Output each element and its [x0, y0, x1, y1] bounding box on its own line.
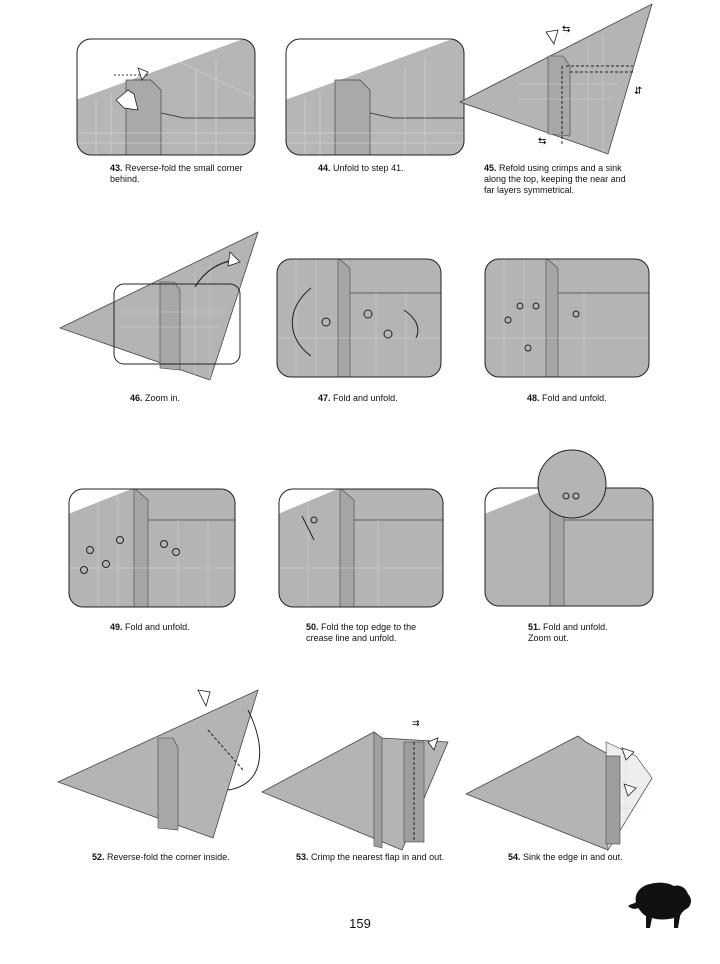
step-49-caption: 49. Fold and unfold.	[110, 622, 190, 632]
step-44-caption: 44. Unfold to step 41.	[318, 163, 404, 173]
step-45-diagram: ⇆ ⇵ ⇆	[458, 3, 653, 155]
step-51-diagram	[484, 449, 654, 607]
step-43-diagram	[76, 38, 256, 156]
step-50-caption: 50. Fold the top edge to the crease line…	[306, 622, 417, 643]
step-52-diagram	[56, 689, 261, 839]
step-50-diagram	[278, 488, 444, 608]
step-46-diagram	[58, 231, 259, 381]
bison-silhouette-icon	[628, 882, 691, 928]
step-45-caption: 45. Refold using crimps and a sink along…	[484, 163, 626, 195]
svg-text:⇆: ⇆	[562, 24, 570, 35]
step-44-diagram	[285, 38, 465, 156]
step-46-caption: 46. Zoom in.	[130, 393, 181, 403]
svg-text:⇆: ⇆	[538, 136, 546, 147]
step-54-diagram	[465, 735, 653, 852]
page-number: 159	[349, 916, 371, 931]
step-48-caption: 48. Fold and unfold.	[527, 393, 607, 403]
step-43-caption: 43. Reverse-fold the small corner behind…	[110, 163, 243, 184]
step-47-diagram	[276, 258, 442, 378]
svg-text:⇉: ⇉	[412, 719, 420, 729]
step-53-caption: 53. Crimp the nearest flap in and out.	[296, 852, 445, 862]
step-53-diagram: ⇉	[261, 719, 449, 851]
step-49-diagram	[68, 488, 236, 608]
step-47-caption: 47. Fold and unfold.	[318, 393, 398, 403]
step-52-caption: 52. Reverse-fold the corner inside.	[92, 852, 230, 862]
svg-text:⇵: ⇵	[634, 86, 642, 97]
step-54-caption: 54. Sink the edge in and out.	[508, 852, 623, 862]
step-51-caption: 51. Fold and unfold. Zoom out.	[528, 622, 608, 643]
step-48-diagram	[484, 258, 650, 378]
